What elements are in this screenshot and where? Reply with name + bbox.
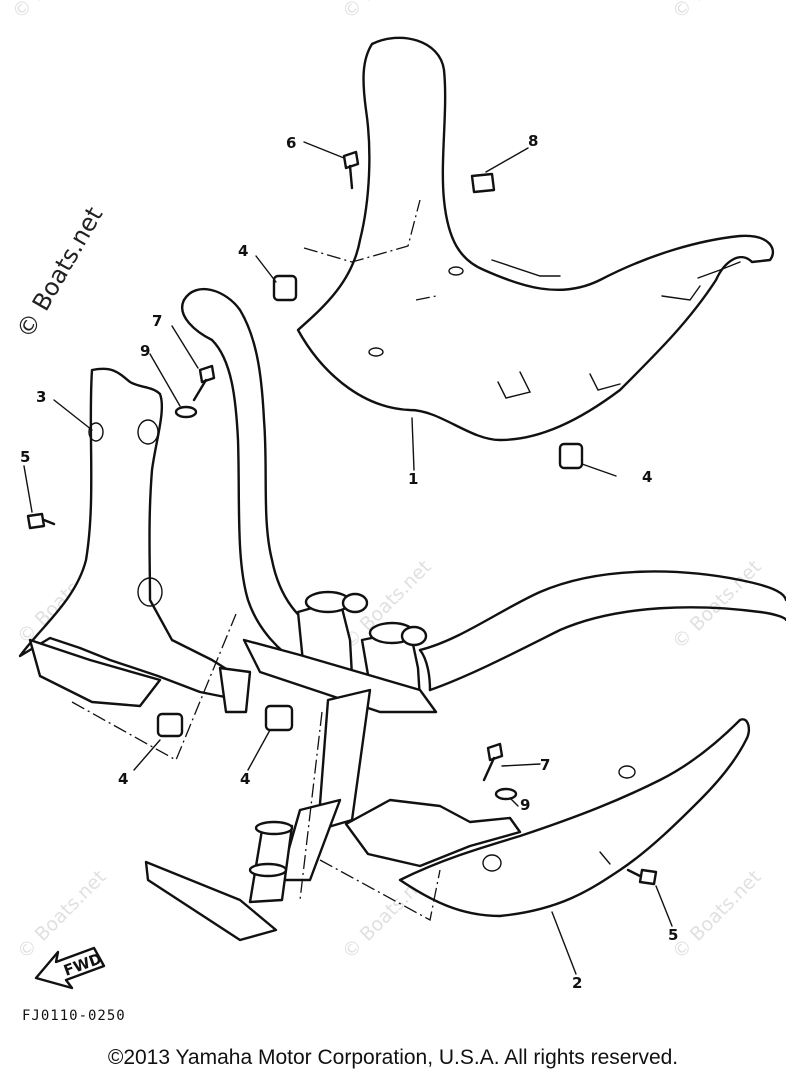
handlebar xyxy=(181,288,786,692)
callout-7: 7 xyxy=(540,756,550,774)
grommet-icon xyxy=(264,704,294,732)
part-1-cover xyxy=(296,36,775,442)
callout-labels: 6 8 4 7 9 3 5 1 4 4 4 7 9 5 2 xyxy=(20,132,678,992)
callout-3: 3 xyxy=(36,388,46,406)
watermark-tile: © Boats.net xyxy=(668,0,766,24)
callout-1: 1 xyxy=(408,470,418,488)
watermark-tile: © Boats.net xyxy=(338,0,436,24)
watermark-tile: © Boats.net xyxy=(668,556,766,654)
callout-4: 4 xyxy=(240,770,250,788)
callout-5: 5 xyxy=(668,926,678,944)
drawing-code: FJ0110-0250 xyxy=(22,1008,126,1024)
watermark-main: © Boats.net xyxy=(11,202,108,343)
callout-6: 6 xyxy=(286,134,296,152)
callout-2: 2 xyxy=(572,974,582,992)
callout-4: 4 xyxy=(642,468,652,486)
callout-8: 8 xyxy=(528,132,538,150)
leader-lines xyxy=(23,141,673,975)
callout-9: 9 xyxy=(520,796,530,814)
fwd-label: FWD xyxy=(61,949,104,979)
part-3-left-panel xyxy=(18,367,252,761)
watermark-tile: © Boats.net xyxy=(668,866,766,964)
callout-5: 5 xyxy=(20,448,30,466)
copyright-notice: ©2013 Yamaha Motor Corporation, U.S.A. A… xyxy=(107,1046,679,1069)
watermark-tile: © Boats.net xyxy=(8,0,106,24)
grommet-icon xyxy=(156,712,184,738)
callout-7: 7 xyxy=(152,312,162,330)
part-2-right-panel xyxy=(319,718,751,921)
fwd-arrow-icon: FWD xyxy=(34,946,106,990)
grommet-icon xyxy=(272,274,298,302)
grommet-icon xyxy=(558,442,584,470)
hardware xyxy=(26,150,658,886)
callout-4: 4 xyxy=(118,770,128,788)
callout-4: 4 xyxy=(238,242,248,260)
callout-9: 9 xyxy=(140,342,150,360)
handlebar-holder xyxy=(242,590,438,714)
